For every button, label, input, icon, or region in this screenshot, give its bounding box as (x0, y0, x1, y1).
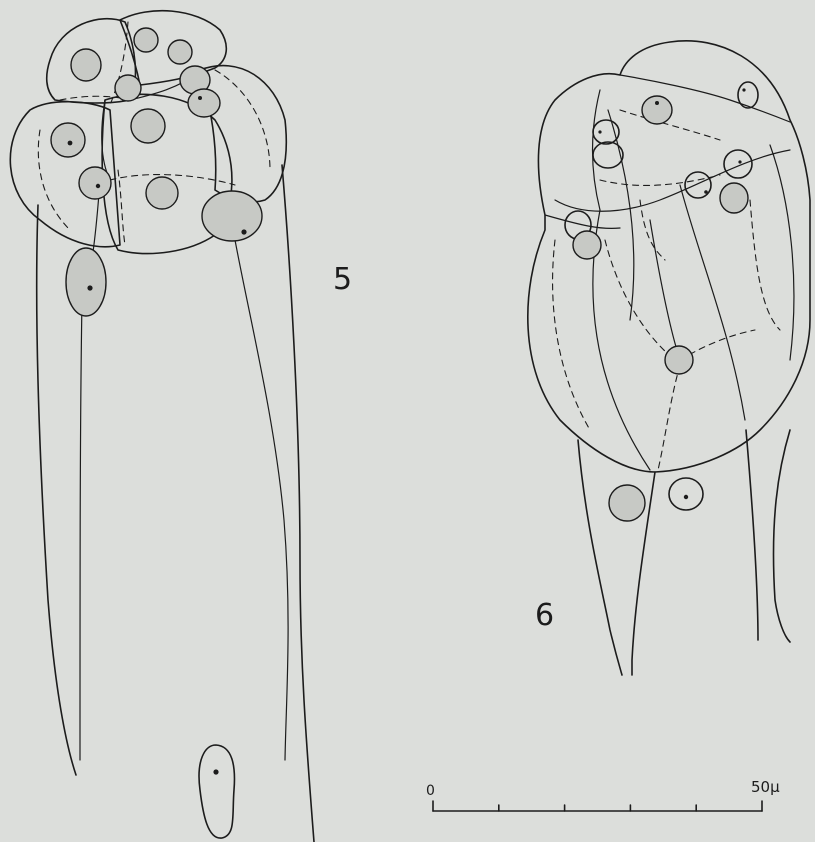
fig6-cell-wall-5 (650, 220, 680, 360)
fig5-nucleolus (68, 141, 73, 146)
figure-6-label: 6 (535, 598, 554, 633)
fig6-nucleus-clear (685, 172, 711, 198)
fig6-nucleolus (738, 160, 741, 163)
fig6-dashed-1 (553, 240, 590, 430)
fig6-nucleus (665, 346, 693, 374)
fig5-nucleus (79, 167, 111, 199)
scale-bar-end-label: 50µ (751, 778, 780, 796)
figure-6-drawing (528, 41, 810, 675)
fig5-nucleus (202, 191, 262, 241)
fig5-basal-cell (199, 745, 234, 838)
fig5-stalk-right-wall (282, 165, 314, 842)
fig5-filament-1 (80, 300, 82, 760)
fig6-nucleolus (655, 101, 659, 105)
fig6-nucleolus (598, 130, 601, 133)
fig6-stalk-left-outer (578, 440, 622, 675)
fig5-nucleolus (241, 229, 246, 234)
fig5-nucleus (146, 177, 178, 209)
fig5-nucleus (188, 89, 220, 117)
fig5-filament-2 (235, 240, 288, 760)
fig6-cell-wall-2 (593, 210, 650, 470)
fig5-dashed-5 (215, 70, 270, 170)
fig6-stalk-right-2 (773, 430, 790, 642)
fig6-nucleus-clear (669, 478, 703, 510)
fig5-nucleus (131, 109, 165, 143)
fig6-cell-wall-3 (680, 185, 745, 420)
fig6-nucleus-clear (724, 150, 752, 178)
fig6-cell-wall-4 (770, 145, 794, 360)
fig5-nucleus (115, 75, 141, 101)
fig5-basal-cell-nucleolus (213, 769, 218, 774)
fig6-dashed-5 (600, 175, 720, 185)
fig5-nucleolus (96, 184, 100, 188)
fig5-nucleolus (198, 96, 202, 100)
fig6-stalk-right-1 (746, 430, 758, 640)
fig6-cell-wall-1 (545, 215, 620, 228)
fig6-dashed-6 (658, 365, 680, 470)
fig6-cell-wall-6 (608, 110, 634, 320)
fig5-nucleus (51, 123, 85, 157)
scale-bar (433, 801, 762, 811)
fig6-nucleus-clear (593, 142, 623, 168)
scale-bar-start-label: 0 (426, 783, 435, 799)
fig6-dashed-8 (640, 200, 665, 260)
fig5-nucleus (66, 248, 106, 316)
fig5-cell-right (200, 66, 286, 202)
fig6-nucleolus (742, 88, 745, 91)
fig6-dashed-7 (750, 200, 780, 330)
fig6-nucleus (573, 231, 601, 259)
fig6-nucleus (720, 183, 748, 213)
figure-5-drawing (10, 11, 314, 842)
fig5-nucleolus (87, 285, 92, 290)
figure-5-label: 5 (333, 262, 352, 297)
fig5-nucleus (71, 49, 101, 81)
fig6-upper-band (555, 150, 790, 211)
fig6-nucleus (609, 485, 645, 521)
fig6-nucleus-clear (738, 82, 758, 108)
fig5-nucleus (168, 40, 192, 64)
fig6-nucleolus (704, 190, 708, 194)
fig6-nucleus (642, 96, 672, 124)
fig5-nucleus (134, 28, 158, 52)
fig6-nucleolus (684, 495, 688, 499)
